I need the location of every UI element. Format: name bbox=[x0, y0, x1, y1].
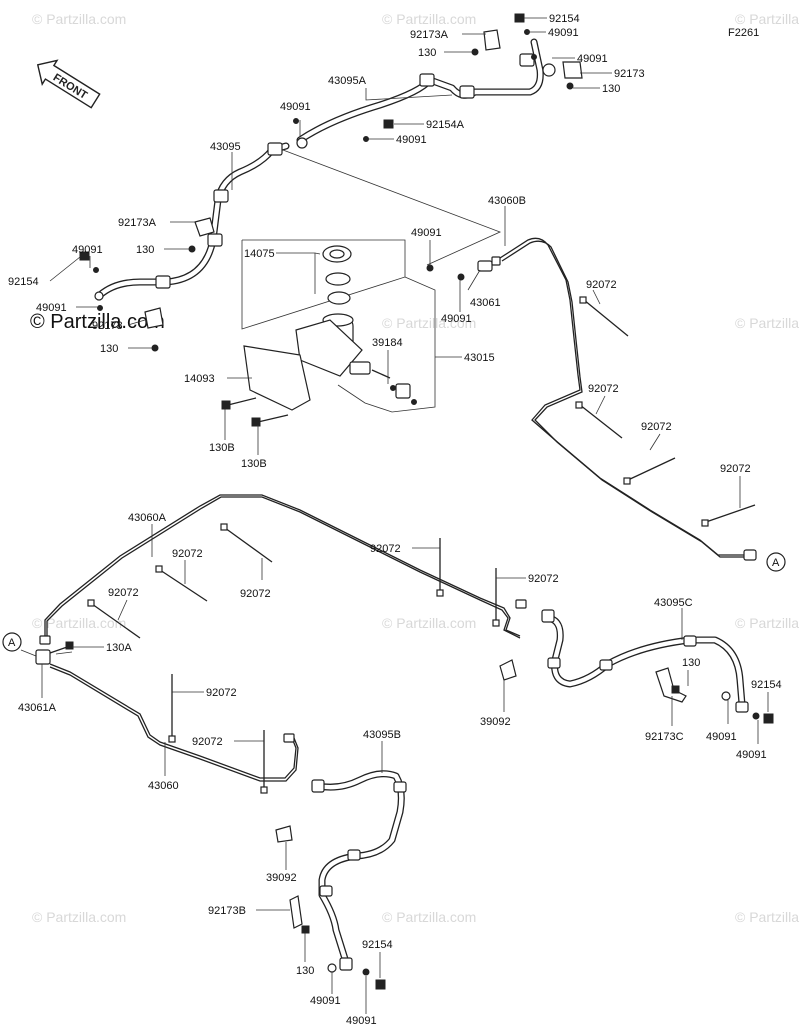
label-92072: 92072 bbox=[172, 548, 203, 560]
pipe-43060A-group bbox=[39, 494, 527, 645]
label-92154: 92154 bbox=[549, 13, 580, 25]
part-labels: 92154 92173A 130 49091 49091 92173 130 4… bbox=[8, 13, 782, 1027]
label-92072: 92072 bbox=[370, 543, 401, 555]
watermark: © Partzilla.com bbox=[382, 11, 476, 27]
hose-43095-assembly bbox=[79, 13, 583, 352]
label-92173A: 92173A bbox=[410, 29, 449, 41]
front-arrow-icon: FRONT bbox=[36, 59, 101, 109]
label-92173: 92173 bbox=[614, 68, 645, 80]
watermark: © Partzilla.com bbox=[735, 315, 800, 331]
leader-lines bbox=[41, 17, 769, 1014]
label-49091: 49091 bbox=[411, 227, 442, 239]
label-130: 130 bbox=[602, 83, 620, 95]
label-49091: 49091 bbox=[280, 101, 311, 113]
label-130B: 130B bbox=[241, 458, 267, 470]
label-92154A: 92154A bbox=[426, 119, 465, 131]
label-92173B: 92173B bbox=[208, 905, 246, 917]
label-92072: 92072 bbox=[588, 383, 619, 395]
label-92154: 92154 bbox=[8, 276, 39, 288]
label-49091: 49091 bbox=[36, 302, 67, 314]
label-49091: 49091 bbox=[577, 53, 608, 65]
label-92173A: 92173A bbox=[118, 217, 157, 229]
clamps-43060B bbox=[575, 296, 756, 527]
label-49091: 49091 bbox=[346, 1015, 377, 1027]
label-92072: 92072 bbox=[586, 279, 617, 291]
label-39092: 39092 bbox=[266, 872, 297, 884]
label-43060: 43060 bbox=[148, 780, 179, 792]
watermark: © Partzilla.com bbox=[735, 11, 800, 27]
label-92072: 92072 bbox=[720, 463, 751, 475]
label-43060A: 43060A bbox=[128, 512, 167, 524]
callout-a-left bbox=[2, 632, 22, 652]
callout-a: A bbox=[772, 557, 780, 569]
label-43095C: 43095C bbox=[654, 597, 693, 609]
label-130: 130 bbox=[100, 343, 118, 355]
label-92072: 92072 bbox=[192, 736, 223, 748]
label-43095A: 43095A bbox=[328, 75, 367, 87]
watermark: © Partzilla.com bbox=[735, 909, 800, 925]
callout-a: A bbox=[8, 637, 16, 649]
watermark: © Partzilla.com bbox=[735, 615, 800, 631]
watermark: © Partzilla.com bbox=[382, 315, 476, 331]
label-130: 130 bbox=[682, 657, 700, 669]
label-49091: 49091 bbox=[310, 995, 341, 1007]
figure-code: F2261 bbox=[728, 27, 759, 39]
label-39184: 39184 bbox=[372, 337, 403, 349]
label-92173C: 92173C bbox=[645, 731, 684, 743]
label-130B: 130B bbox=[209, 442, 235, 454]
label-14093: 14093 bbox=[184, 373, 215, 385]
label-49091: 49091 bbox=[72, 244, 103, 256]
fitting-43061-group bbox=[426, 256, 501, 281]
watermarks: © Partzilla.com © Partzilla.com © Partzi… bbox=[30, 11, 800, 925]
watermark: © Partzilla.com bbox=[32, 909, 126, 925]
label-92154: 92154 bbox=[362, 939, 393, 951]
label-92072: 92072 bbox=[108, 587, 139, 599]
label-43061: 43061 bbox=[470, 297, 501, 309]
label-39092: 39092 bbox=[480, 716, 511, 728]
label-130: 130 bbox=[136, 244, 154, 256]
label-14075: 14075 bbox=[244, 248, 275, 260]
label-92072: 92072 bbox=[240, 588, 271, 600]
hose-43095B bbox=[275, 770, 407, 990]
label-92072: 92072 bbox=[528, 573, 559, 585]
pipe-43060B bbox=[499, 237, 752, 556]
pipe-43060 bbox=[49, 663, 299, 794]
label-92072: 92072 bbox=[641, 421, 672, 433]
watermark: © Partzilla.com bbox=[382, 615, 476, 631]
label-130: 130 bbox=[296, 965, 314, 977]
joint-43061A: A bbox=[2, 632, 74, 665]
label-49091: 49091 bbox=[548, 27, 579, 39]
hose-43095C bbox=[499, 609, 774, 724]
label-130A: 130A bbox=[106, 642, 132, 654]
label-43060B: 43060B bbox=[488, 195, 526, 207]
label-49091: 49091 bbox=[441, 313, 472, 325]
label-43095B: 43095B bbox=[363, 729, 401, 741]
callout-a-right bbox=[766, 552, 786, 572]
label-130: 130 bbox=[418, 47, 436, 59]
watermark: © Partzilla.com bbox=[32, 615, 126, 631]
label-49091: 49091 bbox=[736, 749, 767, 761]
label-43061A: 43061A bbox=[18, 702, 57, 714]
label-92072: 92072 bbox=[206, 687, 237, 699]
label-43095: 43095 bbox=[210, 141, 241, 153]
watermark: © Partzilla.com bbox=[382, 909, 476, 925]
master-cylinder-group bbox=[221, 149, 502, 427]
label-43015: 43015 bbox=[464, 352, 495, 364]
label-92173: 92173 bbox=[92, 320, 123, 332]
label-92154: 92154 bbox=[751, 679, 782, 691]
watermark-prominent: © Partzilla.com bbox=[30, 311, 165, 333]
watermark: © Partzilla.com bbox=[32, 11, 126, 27]
label-49091: 49091 bbox=[396, 134, 427, 146]
label-49091: 49091 bbox=[706, 731, 737, 743]
